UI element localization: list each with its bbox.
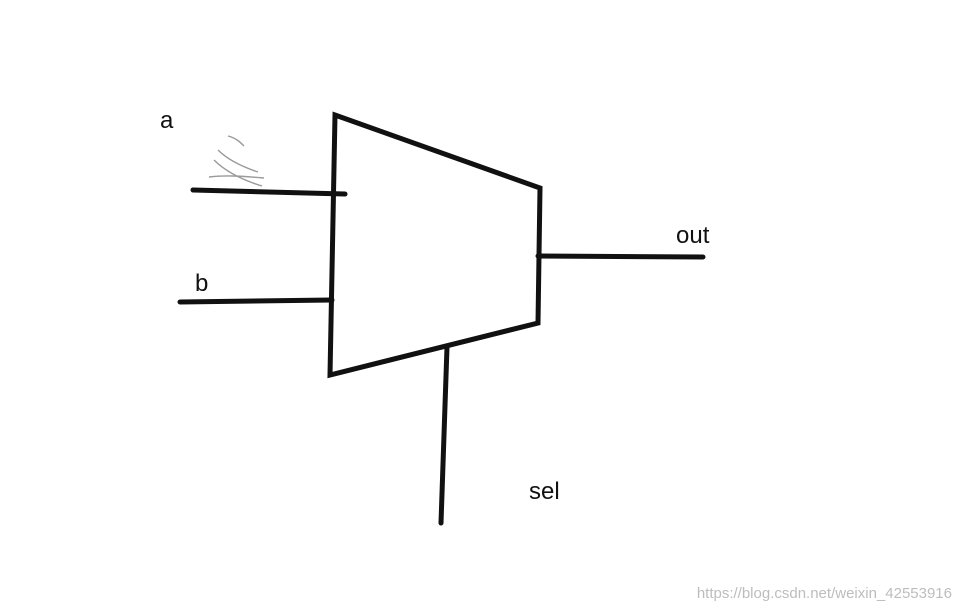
wire-b: [177, 297, 335, 305]
wire-a: [190, 187, 348, 197]
label-sel: sel: [529, 478, 560, 505]
label-a: a: [160, 107, 174, 134]
watermark-text: https://blog.csdn.net/weixin_42553916: [697, 585, 952, 602]
mux-body: [327, 111, 543, 379]
wire-out: [535, 253, 706, 260]
label-out: out: [676, 222, 710, 249]
label-b: b: [195, 270, 208, 297]
scribble-mark: [208, 135, 265, 187]
wire-sel: [438, 344, 450, 526]
